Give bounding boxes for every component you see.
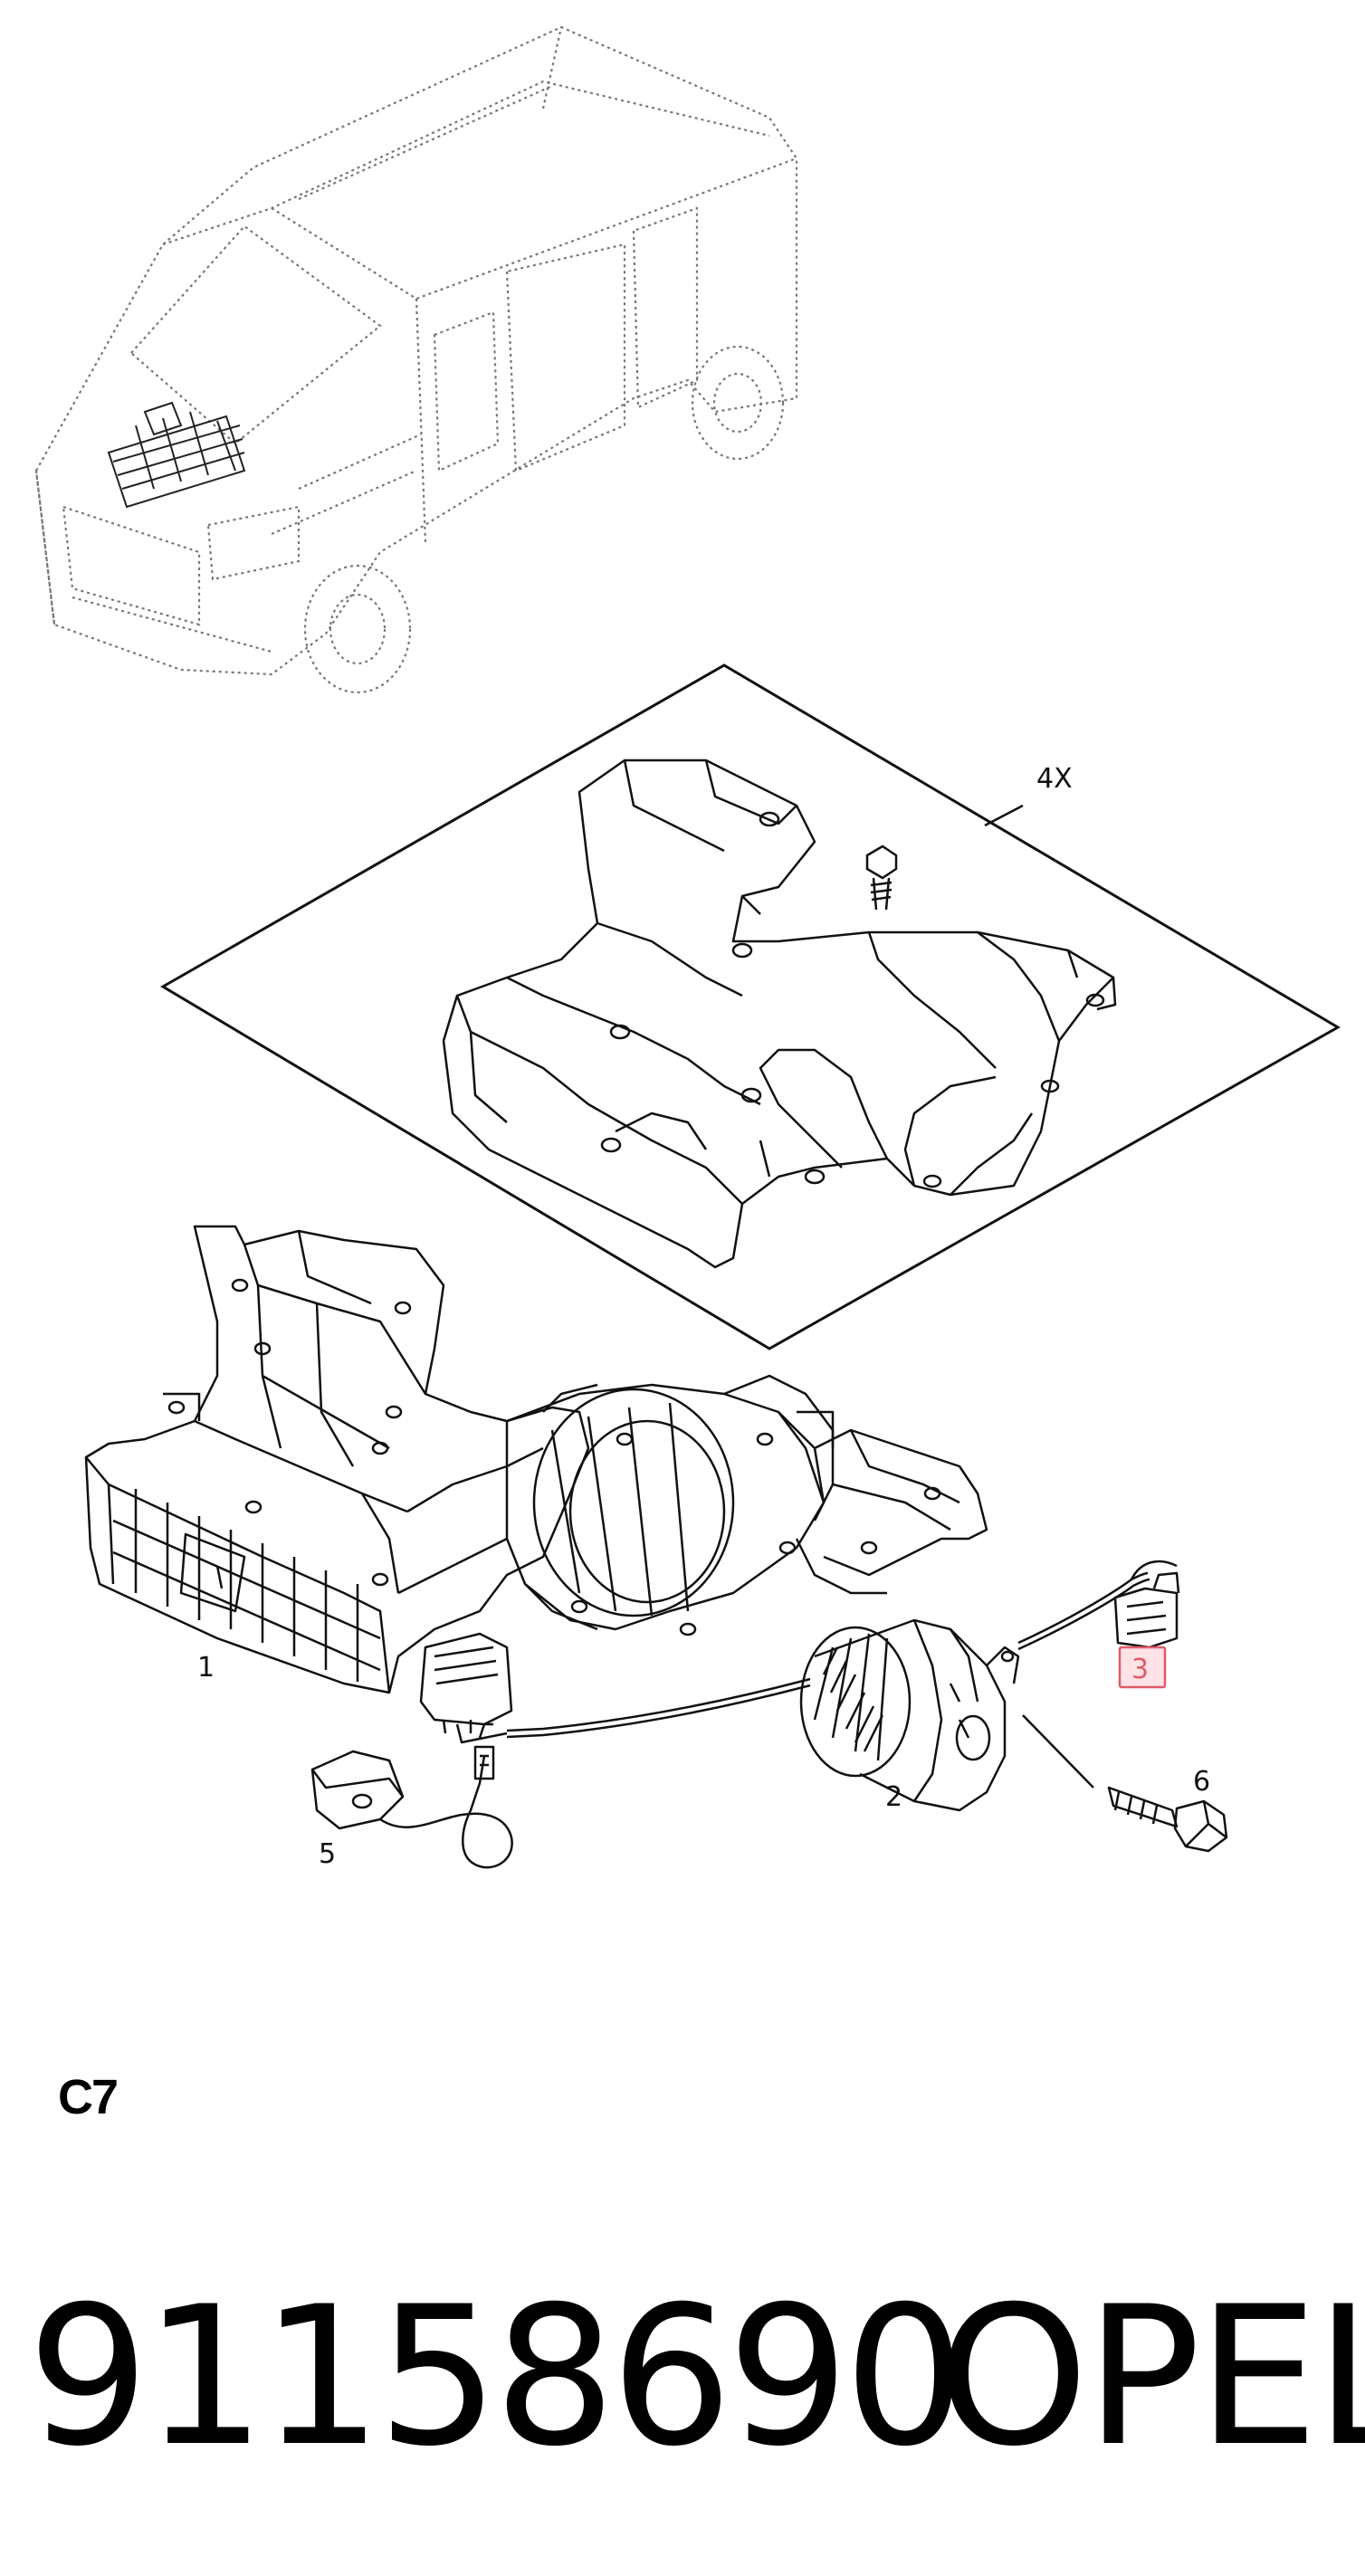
section-code: C7 [58, 2070, 119, 2124]
inset-panel [160, 663, 1341, 1350]
callout-3: 3 [1131, 1654, 1149, 1685]
brand-name: OPEL [938, 2265, 1365, 2488]
inset-screw [865, 844, 898, 911]
blower-housing [505, 1374, 835, 1636]
part-3-connector [1113, 1571, 1180, 1649]
part-5-actuator [310, 1722, 513, 1869]
callout-6: 6 [1193, 1766, 1210, 1798]
part-1-distribution-housing [84, 1225, 590, 1694]
van-illustration [34, 25, 798, 694]
callout-3-highlight[interactable]: 3 [1118, 1646, 1167, 1689]
callout-2: 2 [885, 1781, 902, 1813]
van-component-marker [107, 401, 246, 509]
resistor-module [419, 1632, 513, 1744]
part-6-bolt [1107, 1786, 1228, 1853]
leader-lines [984, 804, 1094, 1789]
wiring-harness [506, 1560, 1178, 1739]
callout-1: 1 [197, 1652, 215, 1684]
part-number: 91158690 [27, 2265, 966, 2488]
part-2-blower-motor [799, 1618, 1020, 1812]
callout-5: 5 [319, 1838, 336, 1870]
callout-4x: 4X [1036, 763, 1073, 795]
housing-right-extension [795, 1428, 988, 1595]
inset-duct-housing [442, 758, 1117, 1269]
